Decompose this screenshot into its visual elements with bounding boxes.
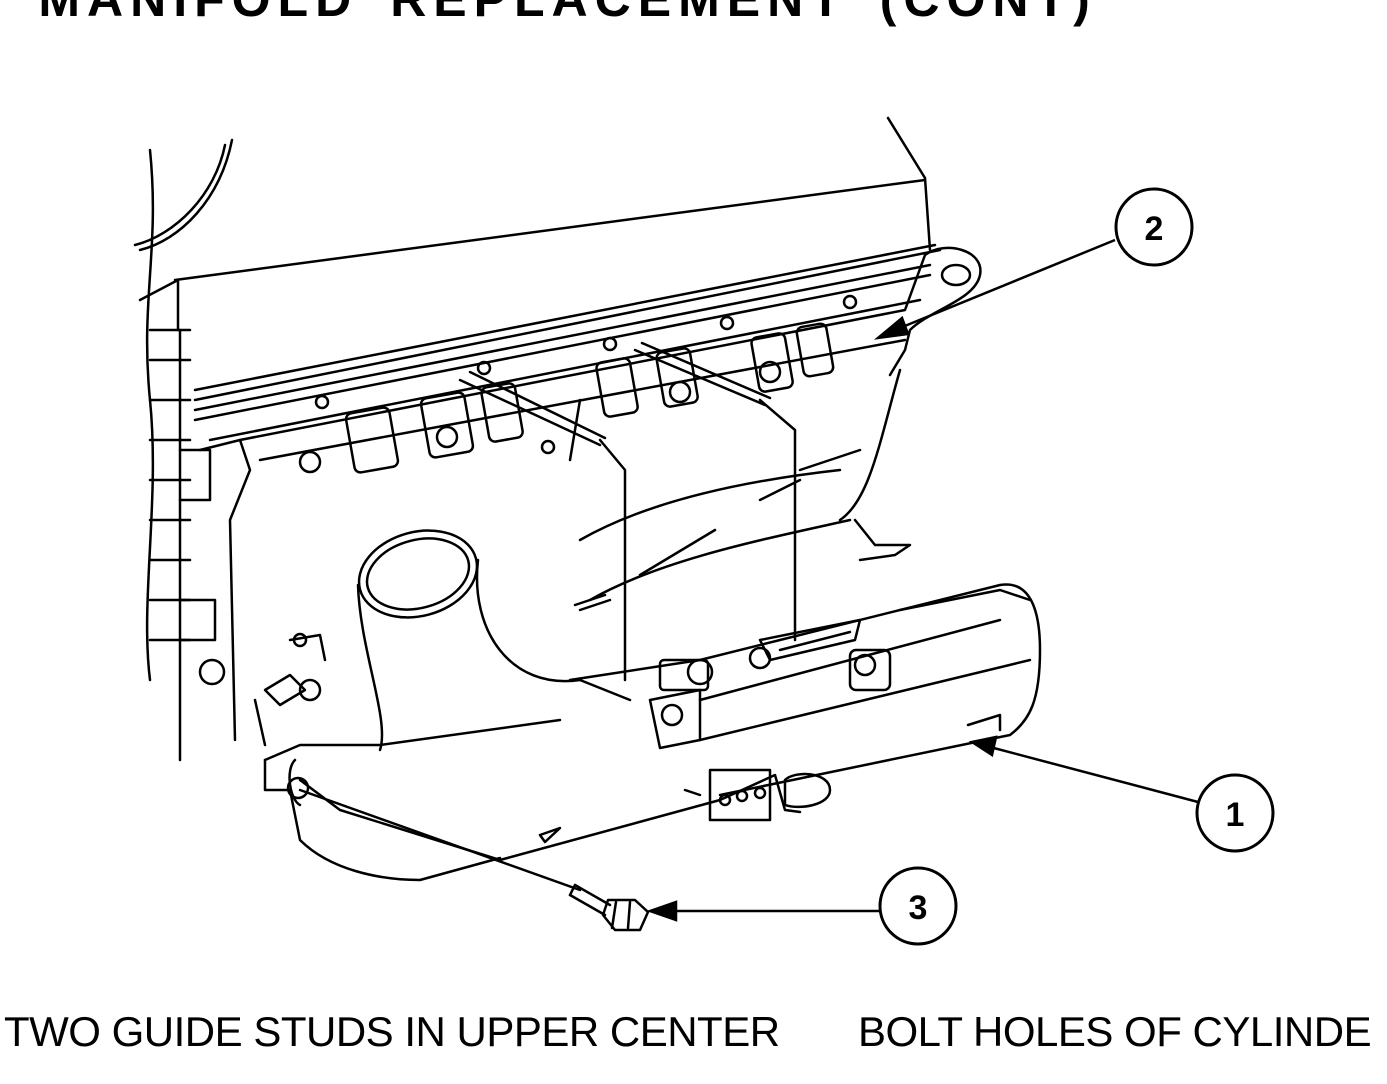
guide-studs (458, 341, 772, 447)
page-title: EMANIFOLDREPLACEMENT(CONT) (0, 0, 1129, 28)
step-caption: TWO GUIDE STUDS IN UPPER CENTER BOLT HOL… (4, 1008, 1372, 1056)
gasket (238, 246, 982, 474)
title-word: (CONT) (880, 0, 1097, 27)
caption-text-left: TWO GUIDE STUDS IN UPPER CENTER (4, 1008, 780, 1055)
callout-label: 2 (1145, 210, 1164, 248)
exhaust-manifold-illustration: 2 1 3 (133, 116, 1275, 946)
title-word: REPLACEMENT (390, 0, 848, 27)
manifold-body (253, 368, 1042, 882)
callout-3: 3 (878, 866, 958, 946)
bolt (298, 788, 650, 932)
title-word: MANIFOLD (38, 0, 358, 27)
callout-1: 1 (1195, 773, 1275, 853)
caption-text-right: BOLT HOLES OF CYLINDE (858, 1008, 1372, 1055)
callout-2: 2 (1114, 187, 1194, 267)
callout-label: 1 (1226, 796, 1245, 834)
engine-block (133, 116, 942, 762)
callout-label: 3 (909, 889, 928, 927)
leader-arrows (646, 238, 1199, 922)
